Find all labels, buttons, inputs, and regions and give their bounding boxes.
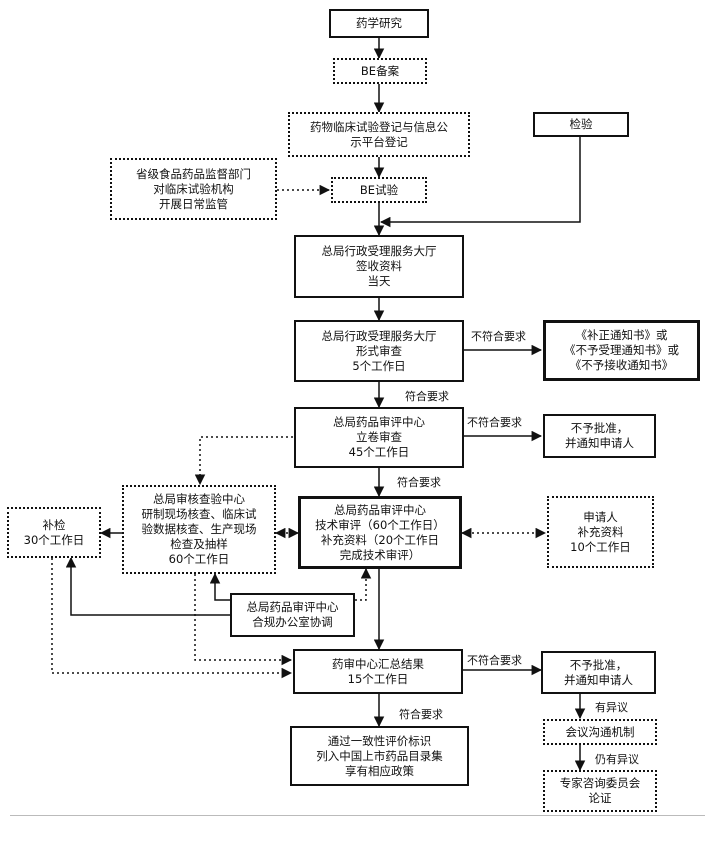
node-cde-tech-review: 总局药品审评中心技术审评（60个工作日）补充资料（20个工作日完成技术审评） xyxy=(298,496,462,569)
node-text-line: 形式审查 xyxy=(356,343,402,358)
node-text-line: 检验 xyxy=(569,117,593,131)
node-text-line: 检查及抽样 xyxy=(170,537,228,551)
node-text-line: 补充资料（20个工作日 xyxy=(320,532,440,547)
node-text-line: 合规办公室协调 xyxy=(252,615,333,629)
node-text-line: 总局药品审评中心 xyxy=(334,502,426,517)
node-text-line: 对临床试验机构 xyxy=(153,181,234,196)
edge-label-meet-2: 符合要求 xyxy=(396,474,442,490)
edge-filing-to-inspection xyxy=(194,436,293,486)
node-text-line: 签收资料 xyxy=(356,259,402,273)
node-meeting-channel: 会议沟通机制 xyxy=(543,719,657,745)
node-text-line: 完成技术审评） xyxy=(339,547,421,562)
node-text-line: 补检 xyxy=(42,517,66,532)
node-text-line: 会议沟通机制 xyxy=(565,724,635,739)
node-text-line: 15个工作日 xyxy=(347,671,409,686)
node-text-line: 《不予接收通知书》 xyxy=(569,358,674,372)
edge-label-not-meet-2: 不符合要求 xyxy=(466,414,523,430)
node-text-line: 立卷审查 xyxy=(356,430,402,444)
node-office-coordination: 总局药品审评中心合规办公室协调 xyxy=(230,593,355,637)
node-text-line: 通过一致性评价标识 xyxy=(327,733,432,748)
node-text-line: 药学研究 xyxy=(356,16,402,30)
node-not-approved-1: 不予批准，并通知申请人 xyxy=(543,414,656,458)
node-supplement-notice: 《补正通知书》或《不予受理通知书》或《不予接收通知书》 xyxy=(543,320,700,381)
node-text-line: 开展日常监管 xyxy=(159,196,228,211)
node-text-line: 总局药品审评中心 xyxy=(333,415,425,429)
node-text-line: 总局行政受理服务大厅 xyxy=(321,328,437,343)
edge-inspection-to-summary xyxy=(194,574,293,666)
node-text-line: 专家咨询委员会 xyxy=(559,776,641,790)
node-text-line: 技术审评（60个工作日） xyxy=(315,517,445,532)
node-text-line: BE备案 xyxy=(360,63,400,78)
node-text-line: 5个工作日 xyxy=(352,358,406,373)
edge-label-meet-1: 符合要求 xyxy=(404,388,450,404)
edge-label-not-meet-3: 不符合要求 xyxy=(466,652,523,668)
node-text-line: 申请人 xyxy=(583,509,618,524)
node-text-line: 总局审核查验中心 xyxy=(153,492,245,506)
node-text-line: 不予批准， xyxy=(569,657,628,672)
node-text-line: 示平台登记 xyxy=(350,134,408,149)
node-drug-research: 药学研究 xyxy=(329,9,429,38)
bottom-divider xyxy=(10,815,705,816)
node-text-line: 45个工作日 xyxy=(348,445,410,459)
node-text-line: 补充资料 xyxy=(577,524,624,539)
node-text-line: 并通知申请人 xyxy=(565,436,634,450)
node-text-line: 验数据核查、生产现场 xyxy=(141,522,257,536)
node-text-line: 总局药品审评中心 xyxy=(246,600,339,614)
node-final-listing: 通过一致性评价标识列入中国上市药品目录集享有相应政策 xyxy=(290,726,469,786)
node-text-line: 《不予受理通知书》或 xyxy=(564,343,679,357)
node-text-line: 不予批准， xyxy=(570,421,629,435)
edge-label-still-objection: 仍有异议 xyxy=(594,751,640,767)
node-text-line: 论证 xyxy=(588,791,612,805)
node-text-line: 研制现场核查、临床试 xyxy=(141,507,257,521)
node-text-line: 总局行政受理服务大厅 xyxy=(321,244,437,258)
edge-label-not-meet-1: 不符合要求 xyxy=(470,328,527,344)
edge-addtest-to-summary xyxy=(51,558,293,679)
node-text-line: 列入中国上市药品目录集 xyxy=(316,748,443,763)
node-not-approved-2: 不予批准，并通知申请人 xyxy=(541,651,656,694)
node-text-line: 当天 xyxy=(367,274,391,288)
node-text-line: 60个工作日 xyxy=(168,552,230,566)
node-text-line: 《补正通知书》或 xyxy=(575,328,668,342)
node-be-trial: BE试验 xyxy=(331,177,427,203)
node-text-line: 药物临床试验登记与信息公 xyxy=(310,119,448,134)
node-text-line: 10个工作日 xyxy=(570,539,631,554)
node-inspection: 检验 xyxy=(533,112,629,137)
edge-inspection-to-receive xyxy=(379,137,581,228)
node-provincial-supervision: 省级食品药品监督部门对临床试验机构开展日常监管 xyxy=(110,158,277,220)
node-text-line: 30个工作日 xyxy=(23,532,85,547)
node-text-line: 省级食品药品监督部门 xyxy=(136,166,251,181)
node-trial-registration: 药物临床试验登记与信息公示平台登记 xyxy=(288,112,470,157)
edge-office-to-inspection xyxy=(209,572,230,601)
node-text-line: 享有相应政策 xyxy=(345,763,414,778)
node-be-filing: BE备案 xyxy=(333,58,427,84)
node-text-line: 药审中心汇总结果 xyxy=(332,656,424,671)
node-text-line: 并通知申请人 xyxy=(564,672,633,687)
edge-office-to-addtest xyxy=(65,556,230,616)
edge-office-to-tech xyxy=(355,567,372,601)
edge-label-meet-3: 符合要求 xyxy=(398,706,444,722)
node-expert-committee: 专家咨询委员会论证 xyxy=(543,770,657,812)
node-hall-receive: 总局行政受理服务大厅签收资料当天 xyxy=(294,235,464,298)
edge-label-objection: 有异议 xyxy=(594,699,629,715)
node-text-line: BE试验 xyxy=(359,182,399,197)
